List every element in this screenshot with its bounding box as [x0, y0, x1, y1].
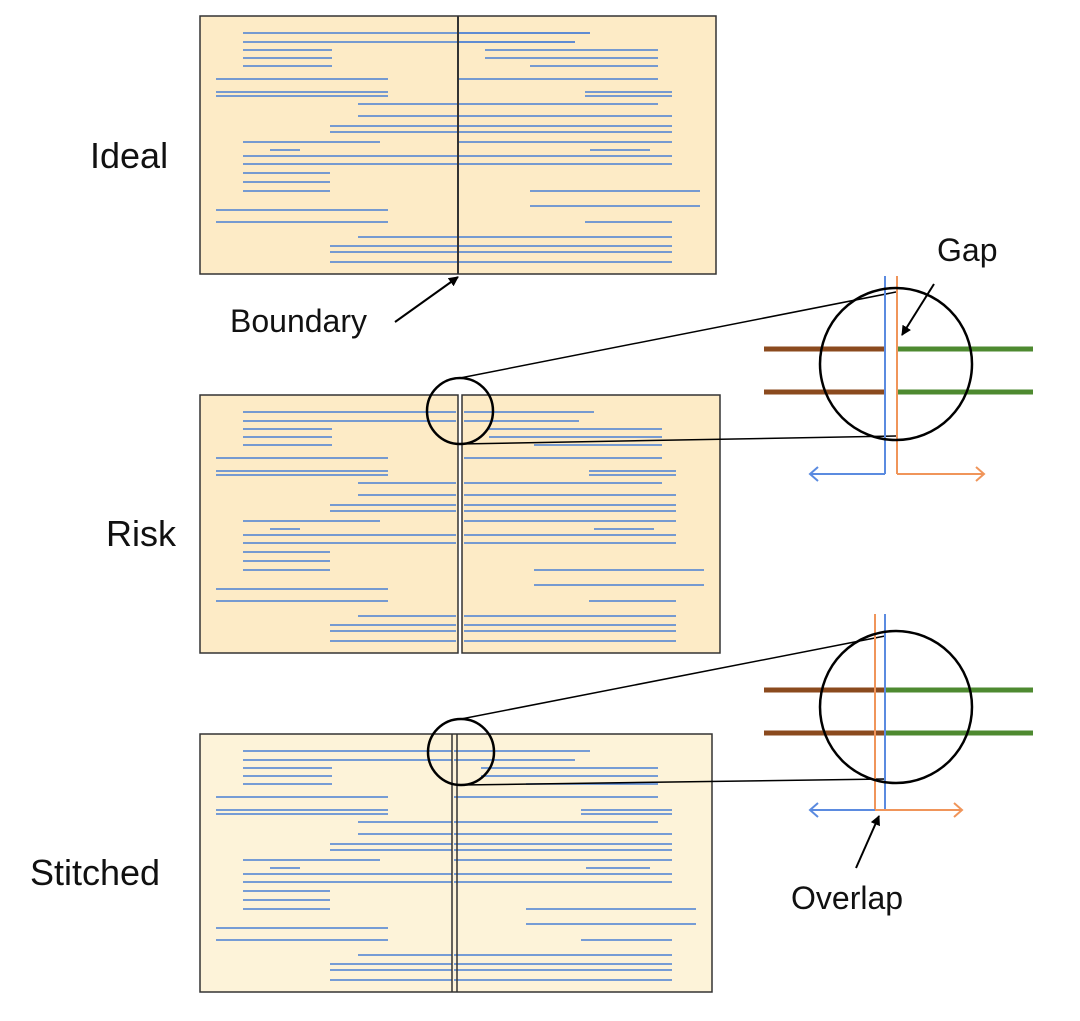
row-label-risk: Risk: [106, 513, 176, 554]
overlap-label: Overlap: [791, 880, 904, 916]
overlap-zoom-circle: [818, 629, 974, 785]
ideal-panel: [199, 15, 717, 275]
stitched-panel: [199, 635, 886, 993]
gap-left-extent-arrow: [808, 466, 885, 482]
stitched-text-lines: [216, 750, 696, 981]
stitched-zoom-ray-top: [460, 635, 886, 720]
risk-zoom-ray-bottom: [459, 435, 897, 445]
boundary-arrow: [394, 276, 459, 323]
gap-right-extent-arrow: [897, 466, 986, 482]
risk-panel: [199, 291, 897, 654]
gap-arrow: [901, 283, 935, 336]
gap-label: Gap: [937, 232, 998, 268]
risk-text-lines: [216, 411, 704, 642]
row-label-ideal: Ideal: [90, 135, 169, 176]
risk-left-page: [199, 394, 459, 654]
boundary-label: Boundary: [230, 303, 367, 339]
overlap-right-extent-arrow: [875, 802, 964, 818]
stitched-page: [199, 733, 713, 993]
gap-detail: [764, 276, 1033, 482]
row-label-stitched: Stitched: [30, 852, 161, 893]
overlap-detail: [764, 614, 1033, 869]
gap-zoom-circle: [818, 286, 974, 442]
risk-zoom-ray-top: [459, 291, 897, 379]
overlap-arrow: [855, 815, 880, 869]
ideal-text-lines: [216, 32, 700, 263]
risk-right-page: [461, 394, 721, 654]
overlap-left-extent-arrow: [808, 802, 885, 818]
stitched-zoom-ray-bottom: [460, 778, 886, 786]
